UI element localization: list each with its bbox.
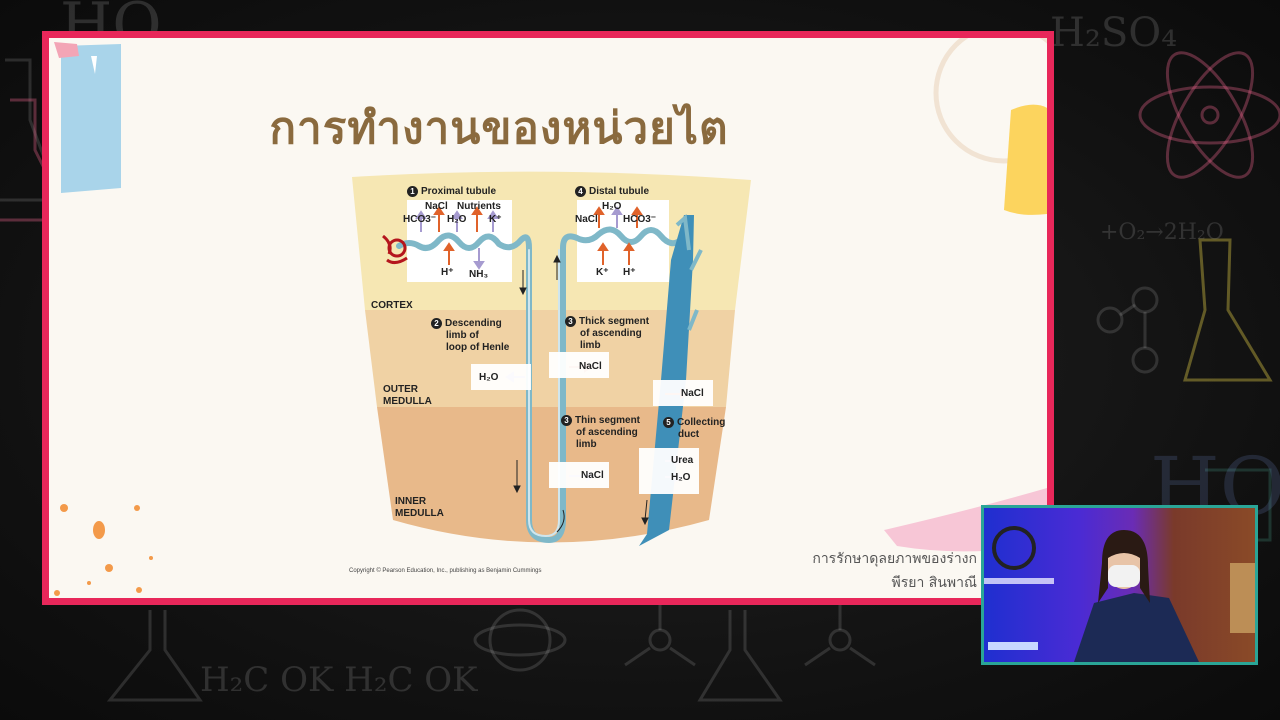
cd-h2o: H₂O bbox=[671, 472, 691, 483]
slide-title: การทำงานของหน่วยไต bbox=[269, 103, 729, 154]
nephron-illustration bbox=[352, 171, 751, 546]
pt-hco3: HCO3⁻ bbox=[403, 214, 437, 225]
thick-nacl: NaCl bbox=[579, 361, 602, 372]
copyright-note: Copyright © Pearson Education, Inc., pub… bbox=[349, 568, 542, 574]
pt-h2o: H₂O bbox=[447, 214, 467, 225]
zone-inner-medulla-label-line2: MEDULLA bbox=[395, 508, 444, 519]
dt-h: H⁺ bbox=[623, 267, 636, 278]
zone-inner-medulla-label: INNER bbox=[395, 496, 427, 507]
descending-limb-label-line3: loop of Henle bbox=[446, 342, 510, 353]
descending-h2o: H₂O bbox=[479, 372, 499, 383]
thin-nacl: NaCl bbox=[581, 470, 604, 481]
pt-nh3: NH₃ bbox=[469, 269, 489, 280]
pt-h: H⁺ bbox=[441, 267, 454, 278]
dt-hco3: HCO3⁻ bbox=[623, 214, 657, 225]
cd-urea: Urea bbox=[671, 455, 694, 466]
thick-segment-label-line2: of ascending bbox=[580, 328, 642, 339]
thick-segment-label-line3: limb bbox=[580, 340, 601, 351]
dt-h2o: H₂O bbox=[602, 201, 622, 212]
zone-outer-medulla-label-line2: MEDULLA bbox=[383, 396, 432, 407]
dt-nacl: NaCl bbox=[575, 214, 598, 225]
presenter-video bbox=[984, 526, 1255, 662]
caption-presenter: พีรยา สินพาณี bbox=[891, 575, 977, 591]
descending-limb-label-line2: limb of bbox=[446, 330, 479, 341]
zone-outer-medulla-label: OUTER bbox=[383, 384, 418, 395]
zone-cortex-label: CORTEX bbox=[371, 300, 413, 311]
presenter-webcam bbox=[981, 505, 1258, 665]
pt-nacl: NaCl bbox=[425, 201, 448, 212]
presentation-slide: การทำงานของหน่วยไต bbox=[42, 31, 1054, 605]
caption-course: การรักษาดุลยภาพของร่างก bbox=[812, 551, 977, 567]
collecting-duct-label-line2: duct bbox=[678, 429, 700, 440]
pt-k: K⁺ bbox=[489, 214, 502, 225]
dt-k: K⁺ bbox=[596, 267, 609, 278]
thin-segment-label-line2: of ascending bbox=[576, 427, 638, 438]
cd-nacl: NaCl bbox=[681, 388, 704, 399]
pt-nutrients: Nutrients bbox=[457, 201, 501, 212]
thin-segment-label-line3: limb bbox=[576, 439, 597, 450]
